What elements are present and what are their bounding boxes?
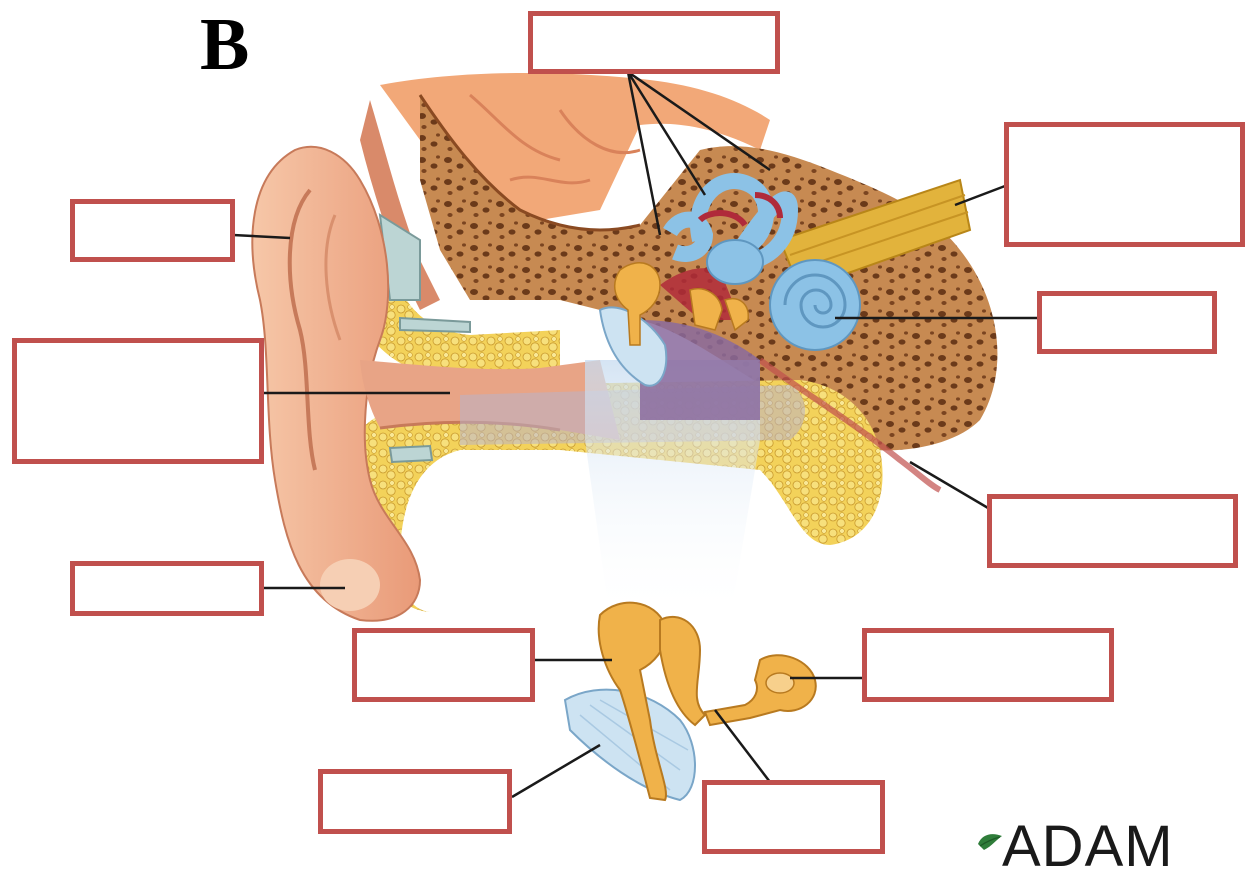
auditory-nerve-label-box[interactable] [1004,122,1245,247]
cochlea [770,260,860,350]
semicircular-canals-label-box[interactable] [528,11,780,74]
eardrum-label-box[interactable] [318,769,512,834]
ear-canal-label-box[interactable] [12,338,264,464]
enlarged-ossicles [565,603,816,800]
stapes-label-box[interactable] [862,628,1114,702]
stapes-shape [705,655,816,725]
adam-leaf-icon [976,830,1004,854]
ear-anatomy-diagram: B ADAM [0,0,1245,854]
pinna-label-box[interactable] [70,199,235,262]
earlobe-label-box[interactable] [70,561,264,616]
incus-label-box[interactable] [702,780,885,854]
eustachian-tube-label-box[interactable] [987,494,1238,568]
earlobe [320,559,380,611]
cochlea-label-box[interactable] [1037,291,1217,354]
panel-letter: B [200,8,249,82]
malleus-label-box[interactable] [352,628,535,702]
adam-logo: ADAM [1002,818,1174,876]
